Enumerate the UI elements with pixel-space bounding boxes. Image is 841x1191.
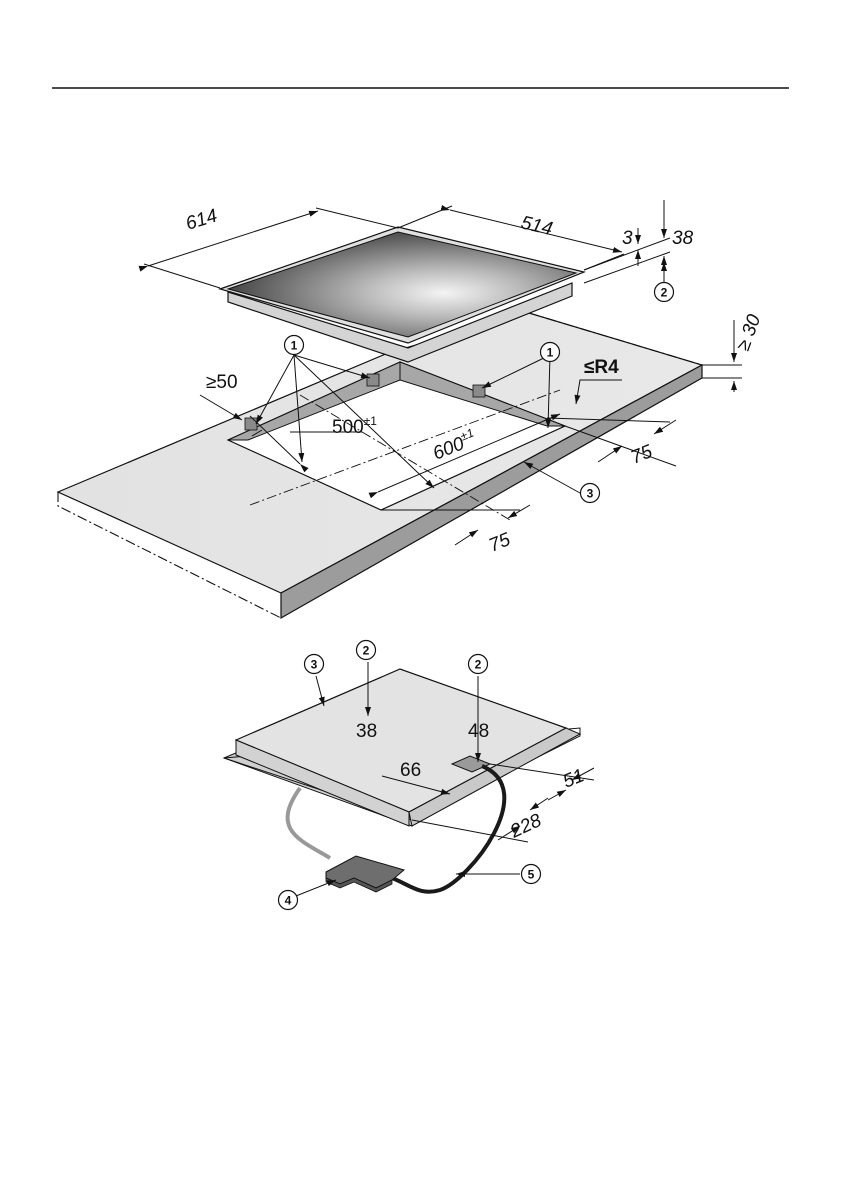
callout-number: 4 (285, 894, 292, 908)
callout-number: 1 (291, 339, 298, 353)
callout-number: 2 (363, 644, 370, 658)
callout-number: 2 (475, 658, 482, 672)
corner-radius-label: ≤R4 (584, 357, 619, 378)
callout-number: 3 (311, 658, 318, 672)
fixing-clip (473, 385, 485, 397)
callout-3b: 3 (305, 655, 324, 674)
worktop-thickness-label: ≥ 30 (733, 312, 765, 354)
box-offset-side-label: 51 (560, 765, 587, 792)
edge-distance-label: ≥50 (206, 372, 238, 393)
box-offset-label: 66 (400, 760, 421, 781)
callout-number: 3 (587, 487, 594, 501)
callout-1b: 1 (541, 343, 560, 362)
underside-depth-right-label: 48 (468, 721, 489, 742)
total-height-label: 38 (672, 228, 694, 249)
callout-2b: 2 (357, 641, 376, 660)
callout-5: 5 (522, 865, 541, 884)
callout-number: 5 (528, 868, 535, 882)
cable-offset-label: 228 (506, 810, 545, 843)
underside-depth-left-label: 38 (356, 721, 377, 742)
right-clearance-label: 75 (628, 441, 656, 469)
hob-depth-label: 514 (519, 212, 555, 240)
callout-number: 2 (661, 286, 668, 300)
fixing-clip (245, 418, 257, 430)
callout-2c: 2 (469, 655, 488, 674)
front-clearance-label: 75 (486, 529, 514, 557)
callout-2a: 2 (655, 283, 674, 302)
grey-cable (288, 788, 330, 858)
callout-number: 1 (547, 346, 554, 360)
frame-height-label: 3 (622, 228, 633, 249)
callout-4: 4 (279, 891, 298, 910)
hob-width-label: 614 (183, 205, 219, 234)
callout-1a: 1 (285, 336, 304, 355)
fixing-clip (367, 374, 379, 386)
callout-3a: 3 (581, 484, 600, 503)
